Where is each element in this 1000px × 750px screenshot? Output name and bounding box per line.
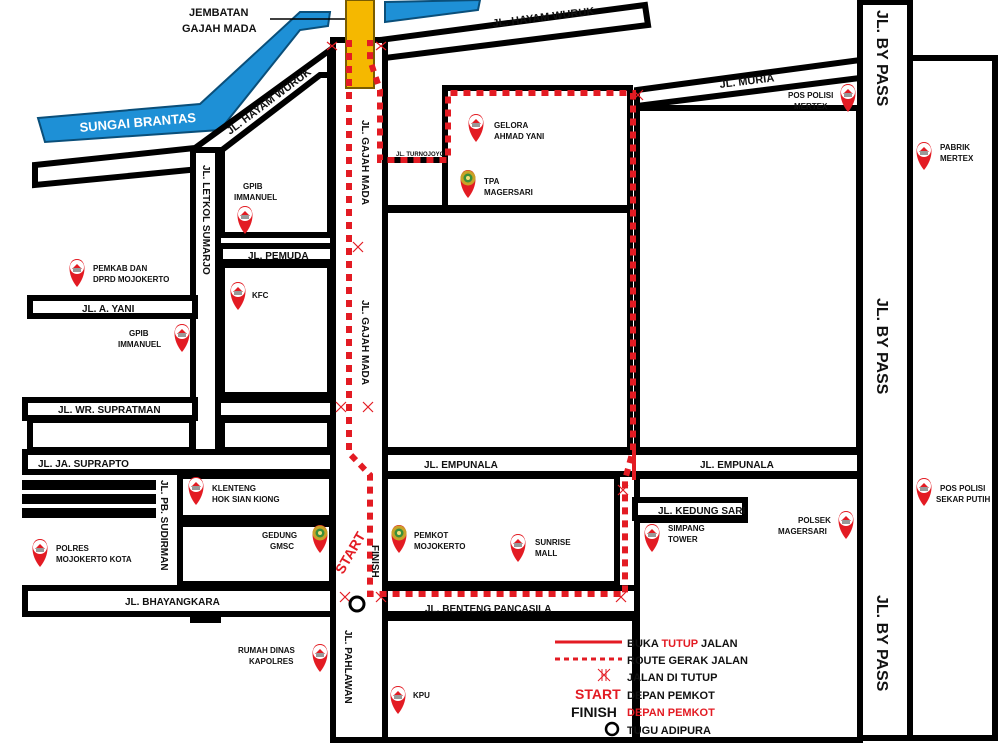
place-label: IMMANUEL (234, 193, 277, 202)
place-label: KPU (413, 691, 430, 700)
road-label-bypass-top: JL. BY PASS (873, 10, 890, 107)
legend: BUKA TUTUP JALAN ROUTE GERAK JALAN JALAN… (555, 638, 748, 737)
place-rumah-dinas[interactable]: RUMAH DINAS KAPOLRES (238, 644, 328, 672)
place-kpu[interactable]: KPU (390, 686, 431, 714)
place-label: MAGERSARI (778, 527, 827, 536)
place-label: MERTEX (940, 154, 974, 163)
road-label-ja-suprapto: JL. JA. SUPRAPTO (38, 459, 129, 470)
legend-tugu-icon (604, 721, 620, 737)
legend-start-word: START (575, 686, 621, 702)
place-pabrik-mertex[interactable]: PABRIK MERTEX (916, 142, 975, 170)
road-label-bhayangkara: JL. BHAYANGKARA (125, 597, 220, 608)
place-label: SIMPANG (668, 524, 705, 533)
finish-label: FINISH (369, 545, 380, 578)
road-label-empunala-2: JL. EMPUNALA (700, 460, 774, 471)
road-label-letkol-sumarjo: JL. LETKOL SUMARJO (200, 165, 211, 275)
road-label-gajah-mada-1: JL. GAJAH MADA (359, 120, 370, 205)
legend-finish-desc: DEPAN PEMKOT (627, 707, 715, 719)
legend-closed-icon (597, 668, 611, 682)
place-gpib-1[interactable]: GPIB IMMANUEL (234, 182, 277, 234)
road-label-bypass-bottom: JL. BY PASS (873, 595, 890, 692)
place-label: KFC (252, 291, 269, 300)
legend-tugu: TUGU ADIPURA (627, 725, 711, 737)
place-label: GMSC (270, 542, 294, 551)
closed-road-markers (326, 41, 644, 603)
place-label: POLRES (56, 544, 90, 553)
place-polsek[interactable]: POLSEK MAGERSARI (778, 511, 854, 539)
place-label: MOJOKERTO KOTA (56, 555, 132, 564)
map-pin-icon (174, 324, 190, 352)
place-label: MAGERSARI (484, 188, 533, 197)
place-gpib-2[interactable]: GPIB IMMANUEL (118, 324, 190, 352)
place-gelora[interactable]: GELORA AHMAD YANI (468, 114, 545, 142)
place-label: MERTEX (794, 102, 828, 111)
place-label: MOJOKERTO (414, 542, 465, 551)
legend-open-close-suffix: JALAN (698, 638, 738, 650)
place-label: SEKAR PUTIH (936, 495, 990, 504)
road-label-gajah-mada-2: JL. GAJAH MADA (359, 300, 370, 385)
place-tpa[interactable]: TPA MAGERSARI (460, 170, 533, 198)
place-label: TPA (484, 177, 500, 186)
place-gedung-gmsc[interactable]: GEDUNG GMSC (262, 525, 328, 553)
road-label-pemuda: JL. PEMUDA (248, 251, 309, 262)
place-label: AHMAD YANI (494, 132, 544, 141)
map-pin-icon (69, 259, 85, 287)
place-label: POLSEK (798, 516, 831, 525)
place-label: POS POLISI (940, 484, 985, 493)
legend-closed: JALAN DI TUTUP (627, 672, 717, 684)
road-label-pahlawan: JL. PAHLAWAN (342, 630, 353, 704)
place-kfc[interactable]: KFC (230, 282, 269, 310)
bridge-label-2: GAJAH MADA (182, 23, 257, 35)
place-label: PABRIK (940, 143, 970, 152)
road-label-wr-supratman: JL. WR. SUPRATMAN (58, 405, 161, 416)
place-sunrise[interactable]: SUNRISE MALL (510, 534, 572, 562)
place-label: POS POLISI (788, 91, 833, 100)
map-pin-icon (312, 644, 328, 672)
place-label: KAPOLRES (249, 657, 294, 666)
place-simpang-tower[interactable]: SIMPANG TOWER (644, 524, 705, 552)
road-label-empunala-1: JL. EMPUNALA (424, 460, 498, 471)
legend-open-close-prefix: BUKA (627, 638, 661, 650)
place-label: MALL (535, 549, 557, 558)
road-label-bypass-mid: JL. BY PASS (873, 298, 890, 395)
place-label: HOK SIAN KIONG (212, 495, 280, 504)
place-pemkab[interactable]: PEMKAB DAN DPRD MOJOKERTO (69, 259, 170, 287)
map-pin-icon (32, 539, 48, 567)
place-pos-polisi-sekar[interactable]: POS POLISI SEKAR PUTIH (916, 478, 991, 506)
road-label-pb-sudirman: JL. PB. SUDIRMAN (158, 480, 169, 571)
place-polres[interactable]: POLRES MOJOKERTO KOTA (32, 539, 132, 567)
place-pos-polisi-mertex[interactable]: POS POLISI MERTEX (788, 84, 856, 112)
legend-open-close: BUKA TUTUP JALAN (627, 638, 738, 650)
river-brantas: SUNGAI BRANTAS (36, 0, 482, 144)
road-label-kedung-sari: JL. KEDUNG SARI (658, 506, 745, 517)
place-label: GPIB (129, 329, 149, 338)
road-label-benteng-pancasila: JL. BENTENG PANCASILA (425, 604, 552, 615)
place-label: SUNRISE (535, 538, 571, 547)
place-label: IMMANUEL (118, 340, 161, 349)
place-klenteng[interactable]: KLENTENG HOK SIAN KIONG (188, 477, 280, 505)
place-label: PEMKOT (414, 531, 448, 540)
bridge-label-1: JEMBATAN (189, 7, 249, 19)
legend-start-desc: DEPAN PEMKOT (627, 690, 715, 702)
place-label: DPRD MOJOKERTO (93, 275, 169, 284)
place-label: TOWER (668, 535, 698, 544)
place-label: GELORA (494, 121, 528, 130)
city-blocks (27, 72, 863, 743)
road-label-a-yani: JL. A. YANI (82, 304, 135, 315)
route-gerak-jalan (346, 40, 636, 597)
place-label: GEDUNG (262, 531, 297, 540)
legend-finish-word: FINISH (571, 704, 617, 720)
tugu-adipura-marker (348, 595, 366, 613)
place-label: PEMKAB DAN (93, 264, 147, 273)
legend-open-close-red: TUTUP (661, 638, 697, 650)
legend-route: ROUTE GERAK JALAN (627, 655, 748, 667)
place-label: KLENTENG (212, 484, 256, 493)
place-pemkot[interactable]: PEMKOT MOJOKERTO (391, 525, 466, 553)
road-label-turnojoyo: JL. TURNOJOYO (396, 152, 445, 158)
place-label: GPIB (243, 182, 263, 191)
place-label: RUMAH DINAS (238, 646, 296, 655)
